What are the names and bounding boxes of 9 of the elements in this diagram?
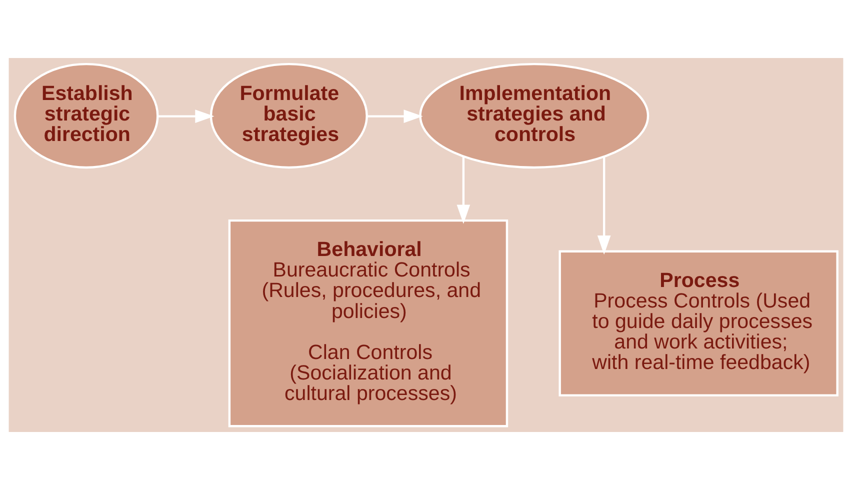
arrow — [367, 110, 423, 123]
node-ellipse: Establish strategic direction — [14, 62, 159, 169]
arrow — [597, 157, 611, 255]
node-box: Process Process Controls (Used to guide daily processes and work activities; with real-time feedback) — [558, 250, 838, 396]
arrow — [158, 110, 214, 123]
node-ellipse: Formulate basic strategies — [210, 62, 368, 169]
node-box: Behavioral Bureaucratic Controls (Rules, procedures, and policies) Clan Controls (Socialization and cultural processes) — [228, 219, 508, 428]
node-ellipse: Implementation strategies and controls — [419, 62, 650, 169]
arrow — [456, 156, 470, 224]
